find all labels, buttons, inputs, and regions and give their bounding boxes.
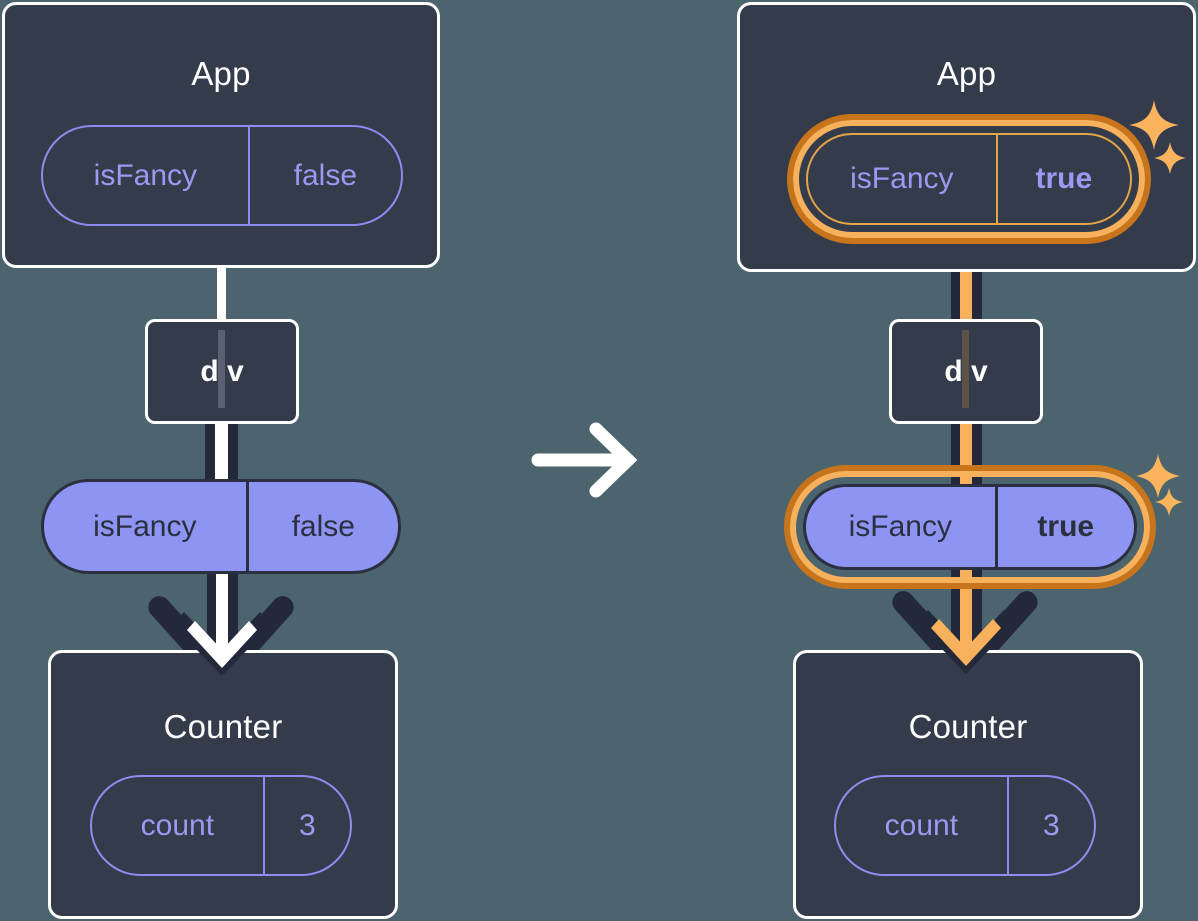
transition-arrow-right-icon	[531, 422, 638, 498]
state-pill-key-counter-left: count	[140, 808, 215, 842]
prop-pill-key-right: isFancy	[848, 510, 952, 543]
arrow-shaft-core-right	[960, 568, 972, 655]
state-pill-key-counter-right: count	[884, 808, 959, 842]
arrow-shaft-core-left	[216, 572, 228, 657]
state-pill-key-app-left: isFancy	[93, 158, 198, 192]
wire-inside-div-right	[962, 330, 969, 408]
state-pill-value-counter-left: 3	[262, 777, 350, 874]
sparkle-large-icon-prop-right	[1136, 454, 1180, 498]
card-title-counter-right: Counter	[908, 708, 1028, 745]
prop-pill-left[interactable]: isFancy false	[41, 479, 401, 574]
state-pill-app-left[interactable]: isFancy false	[41, 125, 403, 226]
wire-inside-div-left	[218, 330, 225, 408]
state-pill-counter-left[interactable]: count 3	[90, 775, 352, 876]
state-pill-value-counter-right: 3	[1006, 777, 1094, 874]
sparkle-large-icon-app-right	[1129, 100, 1179, 150]
state-pill-key-app-right: isFancy	[850, 162, 954, 195]
card-title-app-right: App	[936, 55, 997, 92]
card-title-counter-left: Counter	[163, 708, 283, 745]
wire-div-to-prop-right-core	[960, 415, 972, 487]
state-pill-value-app-right: true	[995, 135, 1130, 223]
wire-div-to-prop-left-gap	[215, 415, 228, 487]
prop-pill-right[interactable]: isFancy true	[803, 484, 1137, 570]
wire-app-to-div-left	[217, 262, 226, 324]
state-pill-value-app-left: false	[247, 127, 401, 224]
arrow-head-left	[172, 612, 272, 676]
card-title-app-left: App	[191, 55, 251, 92]
arrow-head-right	[916, 610, 1016, 674]
wire-div-to-prop-left-a	[205, 415, 215, 487]
state-pill-counter-right[interactable]: count 3	[834, 775, 1096, 876]
state-pill-app-right[interactable]: isFancy true	[806, 133, 1132, 225]
sparkle-small-icon-prop-right	[1155, 488, 1183, 516]
prop-pill-value-right: true	[994, 487, 1134, 567]
prop-pill-value-left: false	[245, 482, 398, 571]
prop-pill-key-left: isFancy	[93, 509, 197, 543]
sparkle-small-icon-app-right	[1154, 142, 1186, 174]
wire-div-to-prop-left-b	[228, 415, 238, 487]
